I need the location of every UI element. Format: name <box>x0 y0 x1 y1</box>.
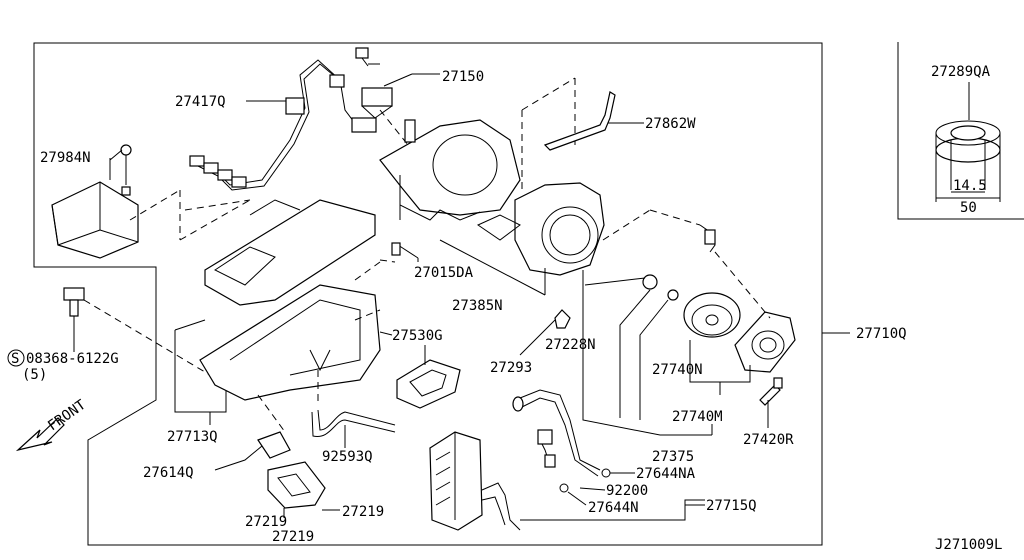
sensor-part <box>554 309 571 329</box>
grommet-icon <box>935 120 1001 202</box>
label-27715Q: 27715Q <box>706 498 757 514</box>
label-27293: 27293 <box>490 360 532 376</box>
diagram-code: J271009L <box>935 537 1002 553</box>
label-27228N: 27228N <box>545 337 596 353</box>
intake-housing-upper <box>379 119 521 221</box>
label-27219-b: 27219 <box>342 504 384 520</box>
actuator-part <box>361 87 393 119</box>
resistor-part <box>759 377 783 406</box>
label-27219-c: 27219 <box>272 529 314 545</box>
gasket-part <box>396 359 461 409</box>
label-27530G: 27530G <box>392 328 443 344</box>
label-27015DA: 27015DA <box>414 265 474 281</box>
connector-part <box>699 224 716 253</box>
upper-case-part <box>204 199 376 306</box>
label-27420R: 27420R <box>743 432 794 448</box>
label-27614Q: 27614Q <box>143 465 194 481</box>
label-27713Q: 27713Q <box>167 429 218 445</box>
clip-icon <box>391 242 401 256</box>
heater-core-part <box>429 431 521 531</box>
drain-hose-part <box>311 409 396 437</box>
o-ring-icon <box>601 468 611 478</box>
bracket-part <box>543 91 616 151</box>
lower-case-part <box>199 284 381 401</box>
label-27740N: 27740N <box>652 362 703 378</box>
blower-motor-part <box>734 311 796 373</box>
label-92593Q: 92593Q <box>322 449 373 465</box>
label-27150: 27150 <box>442 69 484 85</box>
label-27219-a: 27219 <box>245 514 287 530</box>
label-27710Q: 27710Q <box>856 326 907 342</box>
bolt-qty: (5) <box>22 367 47 383</box>
wire-harness-part <box>189 59 377 191</box>
bolt-symbol: S <box>11 351 19 367</box>
main-outline <box>33 42 823 546</box>
label-27644NA: 27644NA <box>636 466 696 482</box>
heater-pipe-part <box>512 389 601 477</box>
o-ring-icon-2 <box>559 483 569 493</box>
inset-part-label: 27289QA <box>931 64 991 80</box>
fan-housing-lower <box>476 182 605 276</box>
intake-duct-part <box>51 181 139 259</box>
screw-icon <box>120 144 132 196</box>
label-27984N: 27984N <box>40 150 91 166</box>
actuator-bracket-part <box>257 431 326 509</box>
front-label: FRONT <box>45 397 89 435</box>
bolt-icon <box>63 287 85 317</box>
inset-dim-inner: 14.5 <box>953 178 987 194</box>
label-27862W: 27862W <box>645 116 696 132</box>
label-27417Q: 27417Q <box>175 94 226 110</box>
small-screw-icon <box>355 47 369 67</box>
nut-icon <box>642 274 679 301</box>
label-27644N: 27644N <box>588 500 639 516</box>
circle-s-icon <box>7 349 25 367</box>
inset-dim-outer: 50 <box>960 200 977 216</box>
blower-fan-part <box>683 292 741 338</box>
label-27740M: 27740M <box>672 409 723 425</box>
front-arrow-icon <box>15 417 65 452</box>
label-27385N: 27385N <box>452 298 503 314</box>
inset-frame <box>897 42 1024 220</box>
bolt-part-label: 08368-6122G <box>26 351 119 367</box>
label-27375: 27375 <box>652 449 694 465</box>
label-92200: 92200 <box>606 483 648 499</box>
